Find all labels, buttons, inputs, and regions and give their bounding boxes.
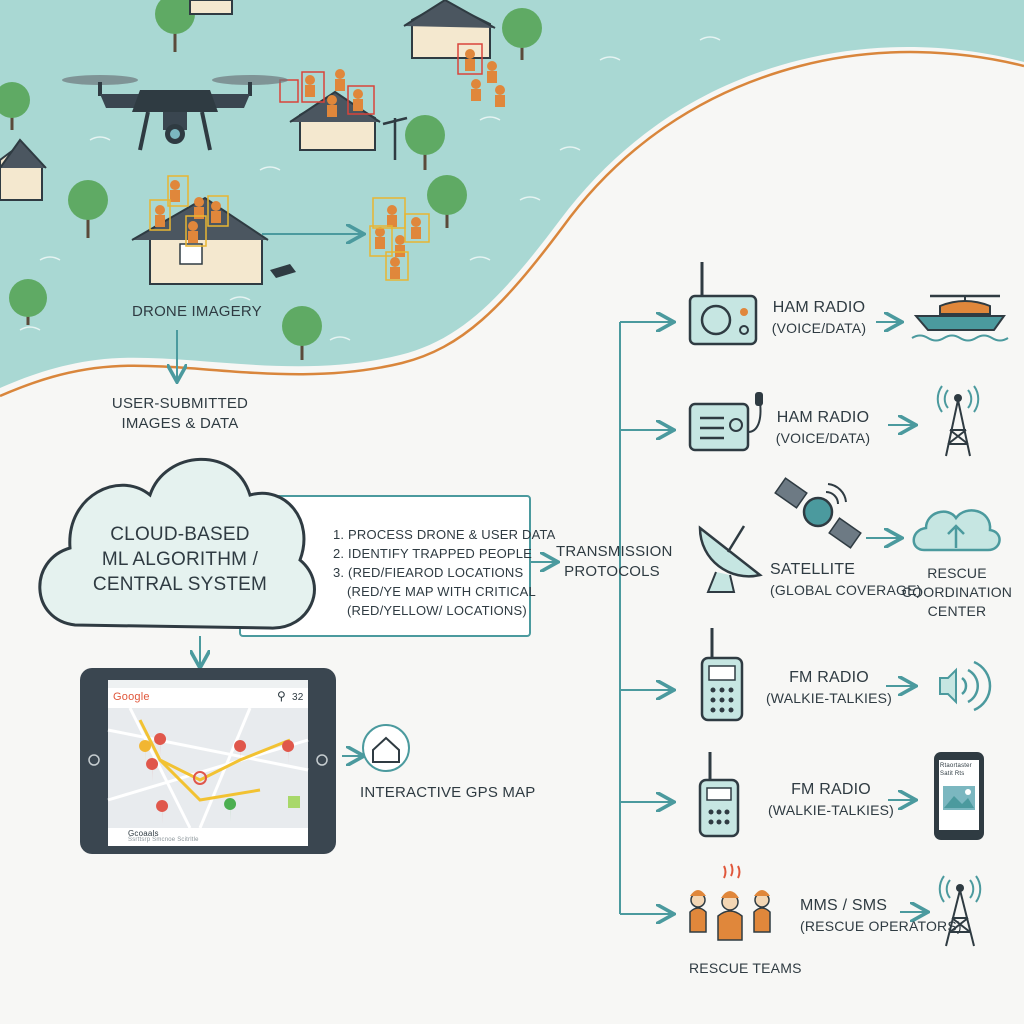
rescue-center-line-3: CENTER: [927, 603, 987, 619]
debris-icon: [270, 264, 296, 278]
phone-text-line-1: Rtaortaster: [940, 763, 972, 769]
cloud-shape: [38, 457, 531, 637]
channel-label: HAM RADIO (VOICE/DATA): [768, 408, 878, 448]
channel-label: SATELLITE (GLOBAL COVERAGE): [770, 560, 921, 600]
step-3: 3. (RED/FIEAROD LOCATIONS: [333, 565, 524, 580]
rescue-team-icon: [689, 863, 771, 941]
channel-label: FM RADIO (WALKIE-TALKIES): [766, 780, 896, 820]
transmission-line-1: TRANSMISSION: [556, 543, 673, 560]
central-title-line-2: ML ALGORITHM /: [101, 549, 259, 570]
channel-sub: (WALKIE-TALKIES): [765, 690, 893, 706]
home-map-icon: [362, 724, 410, 772]
tablet-footer-brand: Gcoaals: [128, 829, 159, 838]
radio-tower-icon: [936, 385, 980, 457]
boat-helicopter-icon: [911, 294, 1009, 342]
channel-sub: (RESCUE OPERATORS): [800, 918, 962, 934]
channel-sub: (VOICE/DATA): [771, 320, 867, 336]
user-submitted-line-2: IMAGES & DATA: [121, 415, 239, 432]
rescue-center-line-1: RESCUE: [927, 565, 987, 581]
channel-label: FM RADIO (WALKIE-TALKIES): [764, 668, 894, 708]
drone-icon: [62, 75, 288, 151]
central-system-title: CLOUD-BASED ML ALGORITHM / CENTRAL SYSTE…: [60, 522, 300, 597]
user-submitted-line-1: USER-SUBMITTED: [111, 395, 249, 412]
transmission-branches: [619, 322, 672, 914]
channel-title: SATELLITE: [770, 561, 856, 578]
radio-icon: [688, 262, 758, 346]
trapped-people-group: [149, 43, 505, 281]
water-ripples: [19, 36, 721, 341]
user-submitted-label: USER-SUBMITTED IMAGES & DATA: [100, 394, 260, 434]
step-3-line-2: (RED/YE MAP WITH CRITICAL: [347, 584, 536, 599]
channel-title: MMS / SMS: [800, 897, 888, 914]
radio-tower-icon: [938, 875, 982, 947]
shore-line: [0, 50, 1024, 398]
transmission-line-2: PROTOCOLS: [564, 563, 660, 580]
rescue-center-line-2: COORDINATION: [901, 584, 1013, 600]
central-title-line-3: CENTRAL SYSTEM: [92, 574, 268, 595]
tablet-brand: Google: [113, 691, 150, 703]
processing-steps: 1. PROCESS DRONE & USER DATA 2. IDENTIFY…: [333, 525, 556, 620]
phone-screen-text: Rtaortaster Satit Rts: [940, 762, 972, 778]
utility-pole-icon: [382, 116, 408, 160]
tablet-footer-sub: Ssrttsrp Smcnoe Scitrltle: [128, 837, 199, 843]
flood-scene: [0, 0, 1024, 398]
cloud-upload-icon: [912, 509, 1001, 552]
channel-sub: (GLOBAL COVERAGE): [770, 582, 922, 598]
step-2: 2. IDENTIFY TRAPPED PEOPLE: [333, 546, 533, 561]
channel-label: HAM RADIO (VOICE/DATA): [764, 298, 874, 338]
smartphone-icon: [934, 752, 984, 840]
rescue-teams-label: RESCUE TEAMS: [689, 960, 802, 976]
speaker-icon: [939, 660, 992, 712]
channel-title: HAM RADIO: [772, 299, 866, 316]
search-icon[interactable]: ⚲: [277, 689, 286, 703]
gps-map-label: INTERACTIVE GPS MAP: [360, 784, 536, 801]
channel-label: MMS / SMS (RESCUE OPERATORS): [800, 896, 962, 936]
channel-sub: (VOICE/DATA): [775, 430, 871, 446]
channel-title: FM RADIO: [791, 781, 871, 798]
walkie-talkie-icon: [698, 752, 740, 838]
transmission-protocols-label: TRANSMISSION PROTOCOLS: [556, 542, 673, 582]
map-pin-icon: [139, 733, 300, 824]
central-title-line-1: CLOUD-BASED: [110, 524, 250, 545]
walkie-talkie-icon: [700, 628, 744, 722]
tablet-device[interactable]: [80, 668, 336, 854]
tablet-corner-number: 32: [292, 692, 304, 703]
step-1: 1. PROCESS DRONE & USER DATA: [333, 527, 556, 542]
drone-imagery-label: DRONE IMAGERY: [132, 303, 262, 320]
rescue-center-label: RESCUE COORDINATION CENTER: [898, 564, 1016, 621]
channel-title: HAM RADIO: [776, 409, 870, 426]
channel-title: FM RADIO: [789, 669, 869, 686]
flood-water: [0, 0, 1024, 388]
tree-icon: [0, 0, 542, 360]
phone-text-line-2: Satit Rts: [940, 771, 965, 777]
satellite-icon: [774, 477, 862, 549]
channel-sub: (WALKIE-TALKIES): [767, 802, 895, 818]
output-arrows: [866, 322, 926, 912]
step-3-line-3: (RED/YELLOW/ LOCATIONS): [347, 603, 527, 618]
radio-icon: [688, 392, 763, 452]
satellite-dish-icon: [698, 525, 763, 593]
